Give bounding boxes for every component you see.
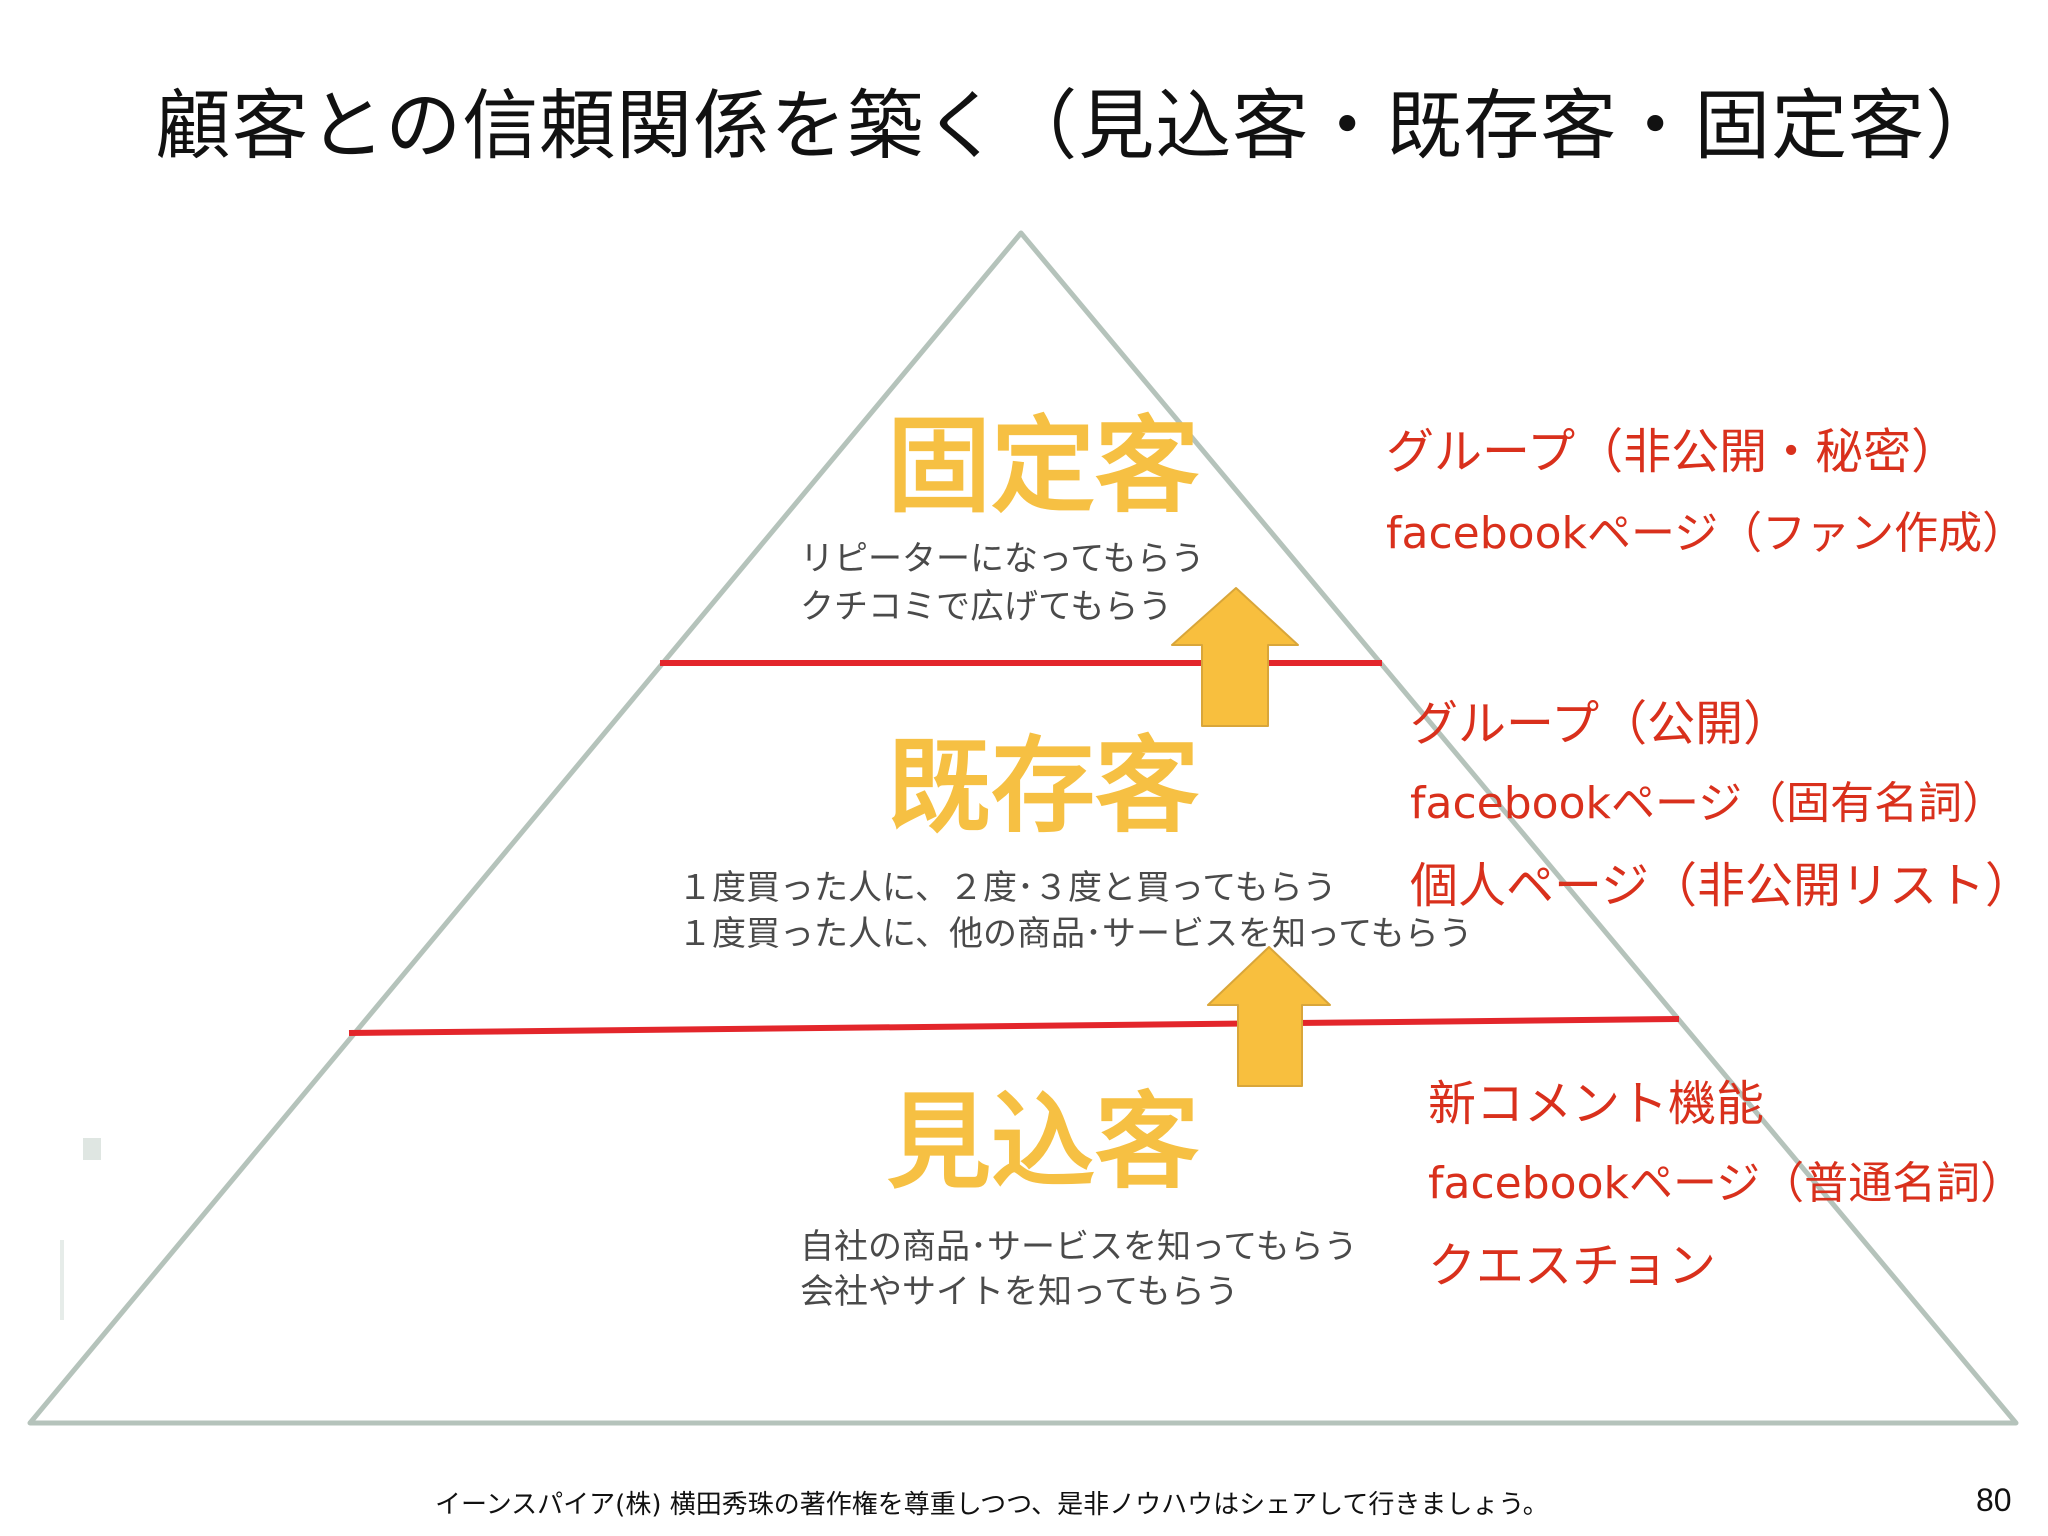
tier-title-top: 固定客 [887,405,1199,527]
divider-bottom [348,1016,1680,1036]
footer-credit: イーンスパイア(株) 横田秀珠の著作権を尊重しつつ、是非ノウハウはシェアして行き… [435,1490,1549,1520]
label-middle-2: facebookページ（固有名詞） [1410,778,2007,829]
tier-title-middle: 既存客 [887,725,1199,847]
label-top-1: グループ（非公開・秘密） [1386,424,1960,480]
scan-artifact [60,1240,64,1320]
scan-artifact [83,1138,101,1160]
tier-desc-top-2: クチコミで広げてもらう [800,587,1172,627]
tier-desc-bottom-2: 会社やサイトを知ってもらう [800,1272,1239,1312]
page-number: 80 [1976,1482,2012,1518]
label-top-2: facebookページ（ファン作成） [1386,508,2027,559]
label-bottom-2: facebookページ（普通名詞） [1428,1158,2025,1209]
slide-title: 顧客との信頼関係を築く（見込客・既存客・固定客） [155,81,2003,170]
tier-desc-middle-1: １度買った人に、２度･３度と買ってもらう [678,868,1337,908]
arrow-up-icon [1207,946,1331,1087]
label-bottom-1: 新コメント機能 [1428,1076,1765,1132]
arrow-up-icon [1171,587,1299,727]
label-bottom-3: クエスチョン [1428,1238,1717,1294]
tier-desc-middle-2: １度買った人に、他の商品･サービスを知ってもらう [678,914,1473,954]
tier-desc-top-1: リピーターになってもらう [800,539,1205,579]
label-middle-3: 個人ページ（非公開リスト） [1410,858,2034,914]
tier-title-bottom: 見込客 [887,1081,1199,1203]
label-middle-1: グループ（公開） [1410,696,1792,752]
pyramid-outline [27,230,2019,1426]
tier-desc-bottom-1: 自社の商品･サービスを知ってもらう [800,1227,1358,1267]
